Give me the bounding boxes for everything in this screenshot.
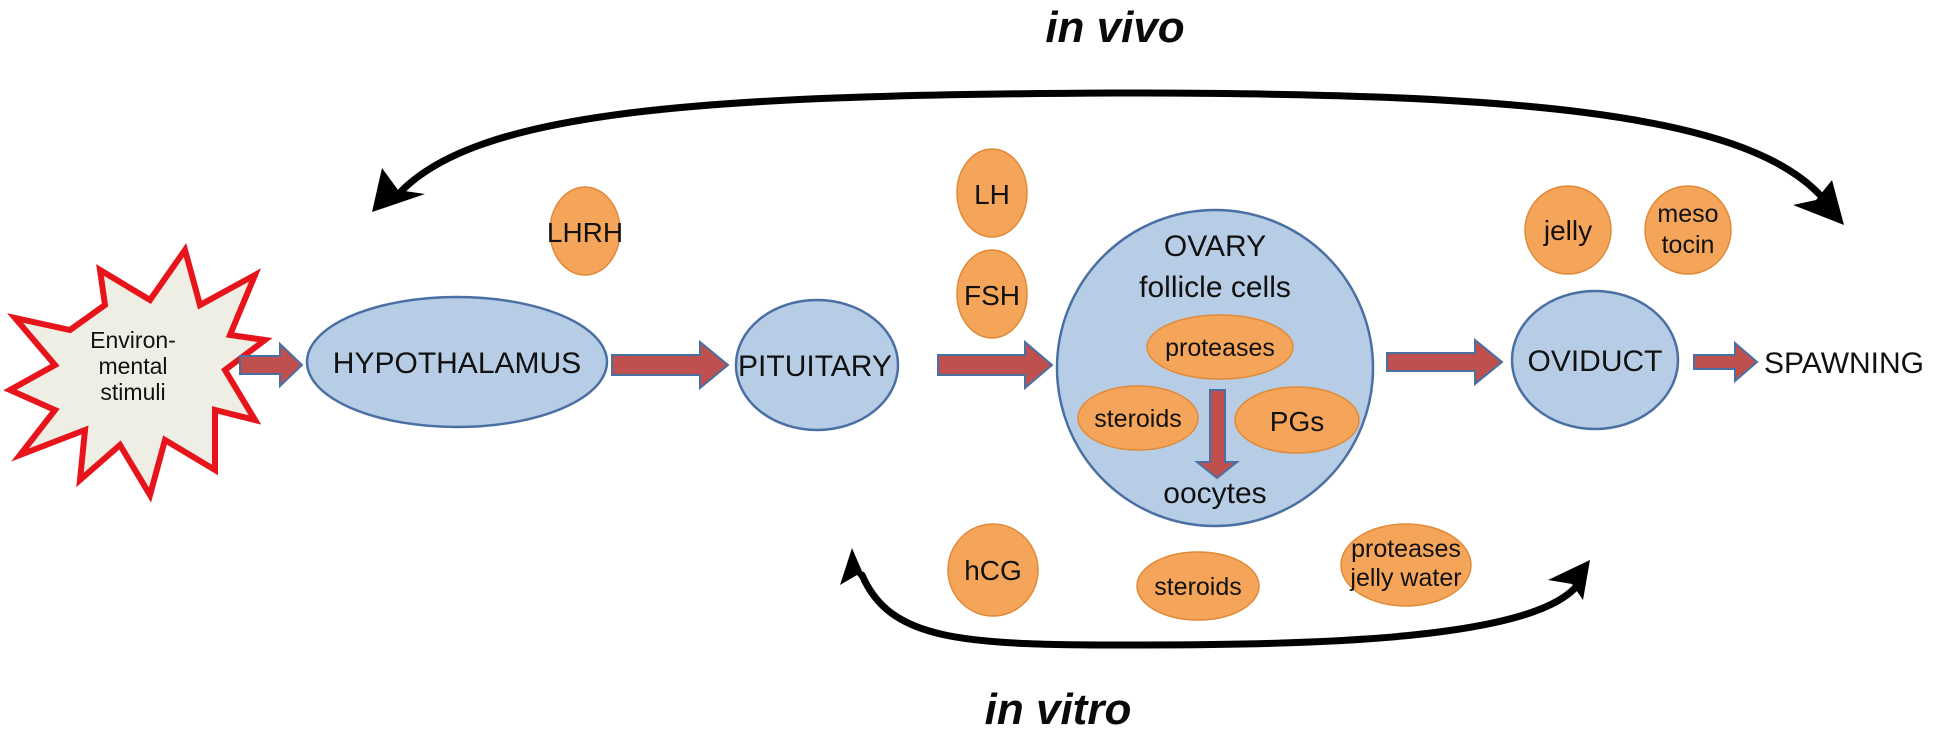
hcg-bubble: hCG <box>947 523 1039 617</box>
jelly-label: jelly <box>1543 215 1592 246</box>
proteases-jelly-water-bubble: proteases jelly water <box>1340 523 1472 607</box>
in-vivo-right-arrowhead <box>1793 180 1844 225</box>
lh-shape <box>956 148 1028 238</box>
hcg-label: hCG <box>964 555 1022 586</box>
oviduct-node: OVIDUCT <box>1510 289 1680 431</box>
in-vivo-left-arrowhead <box>372 168 425 212</box>
burst-shape <box>3 243 273 503</box>
in-vitro-left-arrowhead <box>840 548 870 590</box>
lh-label: LH <box>974 179 1010 210</box>
flow-arrow-ovary-to-oviduct <box>1386 337 1504 387</box>
jelly-bubble: jelly <box>1524 185 1612 275</box>
stimulus-line-3: stimuli <box>100 379 165 405</box>
hypothalamus-shape <box>305 295 609 429</box>
lh-bubble: LH <box>956 148 1028 238</box>
ovary-pgs-label: PGs <box>1270 406 1324 437</box>
ovary-steroids-label: steroids <box>1094 405 1182 433</box>
oviduct-label: OVIDUCT <box>1528 345 1663 378</box>
ovary-title: OVARY <box>1164 230 1266 263</box>
mesotocin-shape <box>1644 185 1732 275</box>
stimulus-line-2: mental <box>98 353 167 379</box>
jelly-shape <box>1524 185 1612 275</box>
lhrh-bubble: LHRH <box>547 186 623 276</box>
steroids-shape <box>1136 551 1260 621</box>
flow-arrow-pituitary-to-ovary <box>937 339 1054 391</box>
in-vivo-arrow <box>372 89 1844 225</box>
in-vitro-arrow <box>840 548 1590 649</box>
proteases-jelly-water-shape <box>1340 523 1472 607</box>
hypothalamus-label: HYPOTHALAMUS <box>333 347 581 380</box>
ovary-subtitle: follicle cells <box>1139 271 1291 304</box>
flow-arrow-hypothalamus-to-pituitary <box>611 339 730 391</box>
proteases-jelly-water-line-2: jelly water <box>1349 564 1461 592</box>
flow-arrow-to-oocytes <box>1194 389 1240 480</box>
in-vitro-right-arrowhead <box>1548 560 1590 600</box>
oviduct-shape <box>1510 289 1680 431</box>
pituitary-shape <box>734 298 900 432</box>
fsh-label: FSH <box>964 280 1020 311</box>
steroids-label: steroids <box>1154 573 1242 601</box>
spawning-label: SPAWNING <box>1764 347 1924 380</box>
stimulus-line-1: Environ- <box>90 327 176 353</box>
pituitary-label: PITUITARY <box>738 350 892 383</box>
lhrh-shape <box>549 186 621 276</box>
flow-arrow-oviduct-to-spawning <box>1693 340 1759 384</box>
ovary-proteases-shape <box>1146 314 1294 380</box>
pituitary-node: PITUITARY <box>734 298 900 432</box>
mesotocin-line-1: meso <box>1657 200 1718 228</box>
fsh-bubble: FSH <box>956 249 1028 339</box>
ovary-steroids-shape <box>1077 385 1199 451</box>
ovary-pgs-shape <box>1234 386 1360 454</box>
ovary-node: OVARY follicle cells proteases steroids … <box>1055 208 1375 528</box>
mesotocin-bubble: meso tocin <box>1644 185 1732 275</box>
in-vivo-curve <box>391 89 1824 202</box>
in-vivo-title: in vivo <box>1045 3 1184 52</box>
in-vitro-title: in vitro <box>985 685 1132 733</box>
fsh-shape <box>956 249 1028 339</box>
lhrh-label: LHRH <box>547 217 623 248</box>
proteases-jelly-water-line-1: proteases <box>1351 535 1461 563</box>
mesotocin-line-2: tocin <box>1662 231 1715 259</box>
hypothalamus-node: HYPOTHALAMUS <box>305 295 609 429</box>
ovary-proteases-label: proteases <box>1165 334 1275 362</box>
hcg-shape <box>947 523 1039 617</box>
in-vitro-curve <box>858 571 1584 649</box>
flow-arrow-stimuli-to-hypothalamus <box>239 341 304 389</box>
steroids-bubble: steroids <box>1136 551 1260 621</box>
environmental-stimuli-burst: Environ- mental stimuli <box>3 243 273 503</box>
oocytes-label: oocytes <box>1163 477 1266 510</box>
